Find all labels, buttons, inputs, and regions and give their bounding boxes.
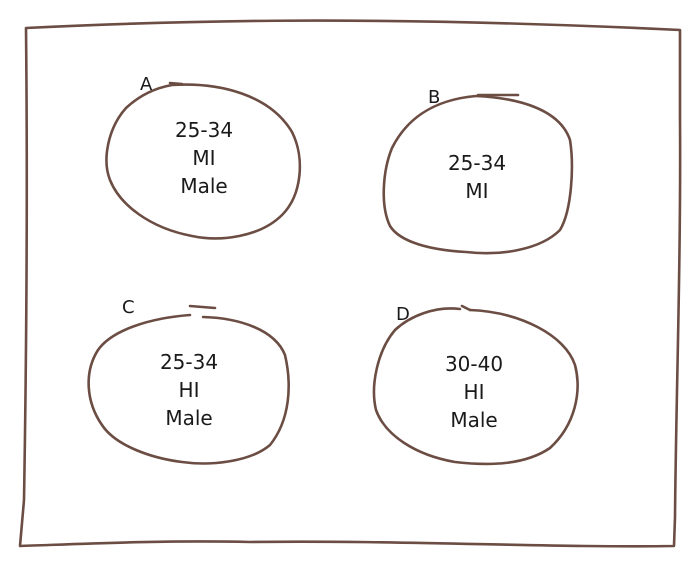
segment-c-income: HI <box>179 378 200 402</box>
segment-b-age: 25-34 <box>448 151 506 175</box>
segment-a-circle <box>105 83 302 240</box>
segment-d-gender: Male <box>450 408 497 432</box>
segment-d-age: 30-40 <box>445 352 503 376</box>
outer-frame <box>18 19 682 548</box>
segment-b: B 25-34 MI <box>382 87 574 255</box>
segment-a: A 25-34 MI Male <box>105 74 302 240</box>
segment-b-label: B <box>428 87 440 108</box>
segment-a-age: 25-34 <box>175 118 233 142</box>
segment-d-circle <box>372 307 579 466</box>
segment-d-label: D <box>396 304 410 325</box>
segment-b-income: MI <box>465 179 488 203</box>
segment-b-circle <box>382 94 574 255</box>
segment-c-gender: Male <box>165 406 212 430</box>
segment-d-income: HI <box>464 380 485 404</box>
segment-c: C 25-34 HI Male <box>87 297 290 465</box>
segment-a-income: MI <box>192 146 215 170</box>
segment-c-age: 25-34 <box>160 350 218 374</box>
segment-c-circle <box>87 313 290 465</box>
segment-a-gender: Male <box>180 174 227 198</box>
segment-a-label: A <box>140 74 153 95</box>
segment-c-label: C <box>122 297 135 318</box>
segment-d: D 30-40 HI Male <box>372 304 579 466</box>
